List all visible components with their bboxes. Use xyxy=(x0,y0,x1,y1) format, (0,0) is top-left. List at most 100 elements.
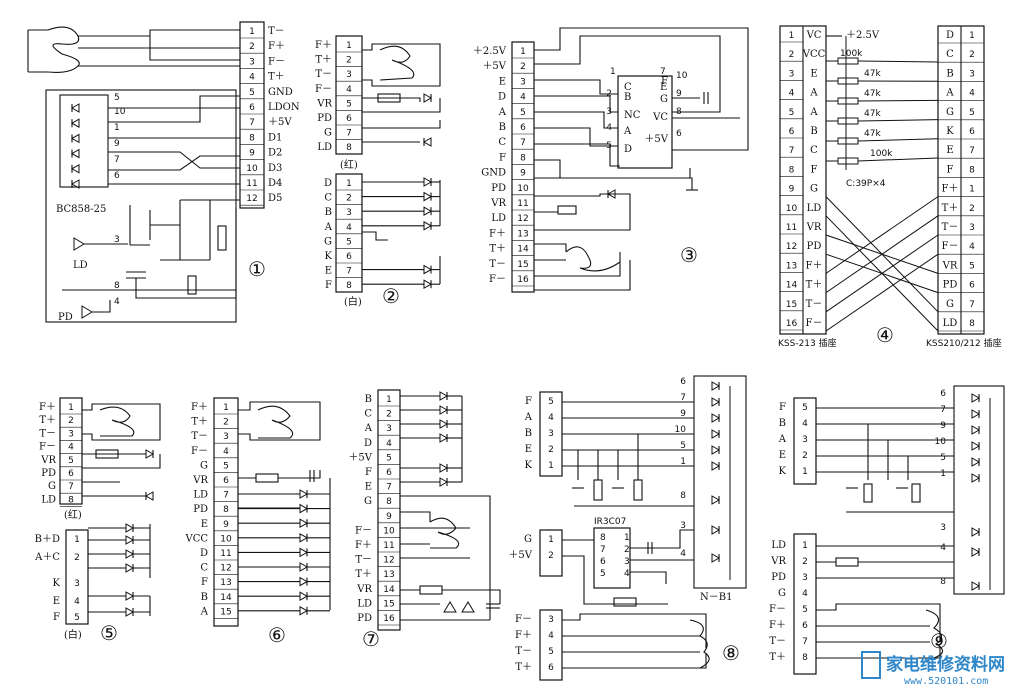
d3-pins-pin-number: 14 xyxy=(517,245,529,255)
photodiode-icon xyxy=(711,381,720,391)
d5-figure-number: ⑤ xyxy=(100,621,118,645)
d3-figure-number: ③ xyxy=(680,243,698,267)
d1-pickup-frame xyxy=(45,89,237,323)
d4-right-signal: K xyxy=(946,126,954,137)
d4-right-signal: LD xyxy=(943,318,958,329)
d7-pins-pin-number: 5 xyxy=(386,453,392,463)
d4-right-signal: T－ xyxy=(942,222,959,233)
d6-pins-pin-label: E xyxy=(201,519,208,530)
d4-left-pin-number: 15 xyxy=(786,300,797,310)
d4-left-signal: C xyxy=(810,145,818,156)
d4-cross-wires xyxy=(825,196,939,332)
d8-top-pin-label: B xyxy=(525,428,532,439)
d5-bot-pin-number: 4 xyxy=(74,597,80,607)
d6-connector-block xyxy=(213,397,239,627)
d2-bot-pin-label: A xyxy=(324,222,333,233)
d7-pins-pin-number: 7 xyxy=(386,483,392,493)
d4-cross-wire xyxy=(825,234,939,313)
d9-top-pin-number: 3 xyxy=(802,435,808,445)
d3-ic-right-label: F xyxy=(661,76,668,87)
d3-pins-pin-number: 1 xyxy=(520,47,526,57)
d1-diode-pin-number: 5 xyxy=(114,93,120,103)
d4-right-pin-number: 5 xyxy=(969,261,975,271)
d8-mid-pin-number: 1 xyxy=(548,535,554,545)
d8-ic-right-pin: 4 xyxy=(624,569,630,579)
d5-coil-frame xyxy=(82,403,161,441)
d9-bot-pin-number: 4 xyxy=(802,589,808,599)
d4-left-pin-number: 2 xyxy=(789,50,795,60)
photodiode-icon xyxy=(299,577,308,587)
d9-bot-pin-label: F＋ xyxy=(769,620,786,631)
d5-top-wires xyxy=(82,453,161,497)
photodiode-icon xyxy=(299,562,308,572)
d7-pins-pin-label: LD xyxy=(357,598,372,609)
d4-right-pin-number: 2 xyxy=(969,204,975,214)
d6-pins-pin-number: 15 xyxy=(220,607,231,617)
d9-bias-drops xyxy=(867,424,909,480)
d8-diode-pin-number: 1 xyxy=(680,457,686,467)
d8-top-pin-label: E xyxy=(525,444,532,455)
d8-bot-connector xyxy=(539,609,563,681)
photodiode-icon xyxy=(299,518,308,528)
d3-coil-wires xyxy=(534,243,631,291)
watermark-url: www.520101.com xyxy=(904,676,988,687)
d9-coil xyxy=(925,609,944,659)
d2-top-pin-label: T－ xyxy=(315,69,332,80)
d6-pins-pin-label: LD xyxy=(193,490,208,501)
photodiode-icon xyxy=(423,279,432,289)
d9-resistor-a xyxy=(863,483,873,503)
d6-pins-pin-number: 9 xyxy=(223,520,229,530)
d2-bot-pin-label: F xyxy=(325,280,332,291)
d8-ic-left-pin: 8 xyxy=(600,533,606,543)
d1-coil-wires xyxy=(78,29,240,67)
d9-top-pin-label: A xyxy=(778,434,787,445)
d4-left-pin-number: 7 xyxy=(789,146,795,156)
d2-bot-pin-number: 5 xyxy=(346,237,352,247)
d8-mid-pin-label: ＋5V xyxy=(508,550,532,561)
photodiode-icon xyxy=(125,523,134,533)
d3-pins-pin-label: E xyxy=(499,76,506,87)
d3-pins-pin-number: 8 xyxy=(520,153,526,163)
d1-pins-pin-label: D3 xyxy=(268,163,282,174)
d4-resistor-value: 47k xyxy=(864,69,881,79)
photodiode-icon xyxy=(711,413,720,423)
d9-top-pin-label: B xyxy=(779,418,786,429)
d6-pins-pin-label: D xyxy=(200,548,208,559)
d2-bot-connector xyxy=(335,173,363,293)
d4-left-signal: VCC xyxy=(802,49,826,60)
d5-bot-caption: (白) xyxy=(64,628,82,641)
d9-bot-pin-label: F－ xyxy=(769,604,786,615)
d9-bot-pin-number: 5 xyxy=(802,605,808,615)
d1-pins-pin-number: 8 xyxy=(249,133,255,143)
d8-ic-right-pin: 1 xyxy=(624,533,630,543)
d1-resistor-b xyxy=(187,275,197,295)
d2-top-pin-number: 8 xyxy=(346,143,352,153)
photodiode-icon xyxy=(711,445,720,455)
d2-bot-pin-label: D xyxy=(324,178,332,189)
d8-ic-right-pin: 2 xyxy=(624,545,630,555)
d4-right-caption: KSS210/212 插座 xyxy=(926,337,1002,349)
photodiode-icon xyxy=(971,393,980,403)
photodiode-icon xyxy=(299,504,308,514)
d7-pins-pin-number: 16 xyxy=(383,614,395,624)
d4-resistor-lead xyxy=(857,157,939,162)
d3-pins-pin-number: 4 xyxy=(520,93,526,103)
d4-right-pin-number: 5 xyxy=(969,108,975,118)
d8-diode-pin-number: 5 xyxy=(680,441,686,451)
d1-pins-pin-number: 9 xyxy=(249,149,255,159)
d3-pins-pin-label: LD xyxy=(491,213,506,224)
d5-bot-pin-label: K xyxy=(53,578,61,589)
d4-left-pin-number: 4 xyxy=(789,89,795,99)
d1-pins-pin-label: D2 xyxy=(268,148,282,159)
d6-pins-pin-label: F＋ xyxy=(191,402,208,413)
d4-left-signal: T＋ xyxy=(806,280,823,291)
d7-pins-pin-number: 12 xyxy=(383,556,394,566)
d4-left-signal: F＋ xyxy=(806,260,823,271)
d9-coil-wires xyxy=(816,603,941,659)
d7-laser-diode-icon xyxy=(443,601,457,613)
d7-pins-pin-number: 15 xyxy=(383,599,394,609)
d7-pins-pin-label: F＋ xyxy=(355,540,372,551)
